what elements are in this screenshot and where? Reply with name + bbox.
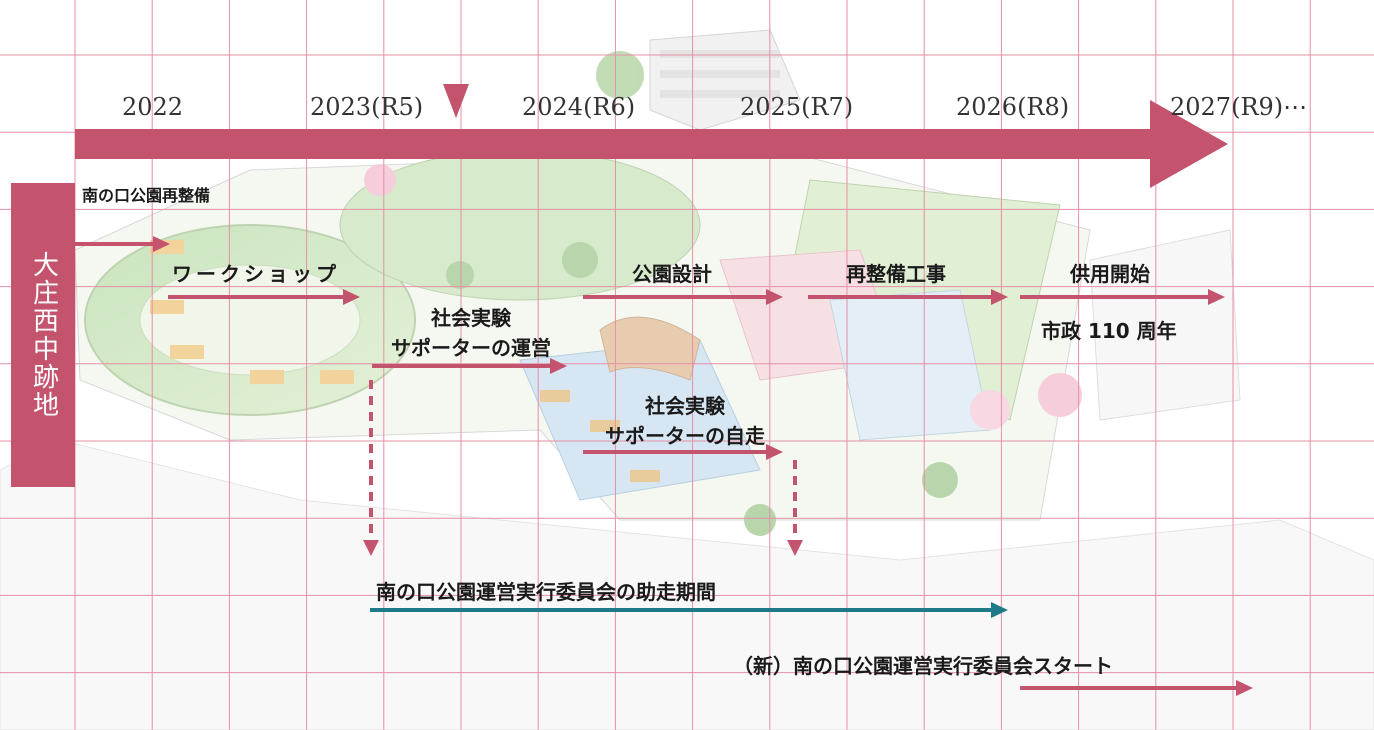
park-design-label: 公園設計 — [632, 262, 712, 286]
construction-label: 再整備工事 — [846, 262, 946, 286]
park-illustration-background — [0, 29, 1374, 730]
committee-run-up-arrow — [370, 602, 1008, 618]
city-anniversary-label: 市政 110 周年 — [1041, 319, 1177, 343]
workshop-label: ワークショップ — [172, 262, 340, 286]
year-label-2025: 2025(R7) — [740, 93, 854, 121]
year-label-2024: 2024(R6) — [522, 93, 636, 121]
main-timeline-arrow — [75, 100, 1228, 188]
supporter-ops-label-line1: 社会実験 — [431, 306, 511, 330]
year-label-2022: 2022 — [122, 93, 184, 121]
opening-label: 供用開始 — [1070, 262, 1150, 286]
supporter-self-run-label-line2: サポーターの自走 — [605, 424, 765, 448]
supporter-self-run-label-line1: 社会実験 — [645, 394, 725, 418]
current-position-marker — [443, 84, 469, 118]
year-label-2023: 2023(R5) — [310, 93, 424, 121]
committee-run-up-label: 南の口公園運営実行委員会の助走期間 — [376, 580, 716, 604]
year-label-2027: 2027(R9)⋯ — [1170, 93, 1308, 121]
supporter-ops-label-line2: サポーターの運営 — [391, 336, 551, 360]
former-school-site-label: 大庄西中跡地 — [11, 183, 75, 487]
year-label-2026: 2026(R8) — [956, 93, 1070, 121]
phase-arrows — [75, 236, 1253, 696]
new-committee-start-label: （新）南の口公園運営実行委員会スタート — [733, 654, 1113, 678]
park-redevelopment-label: 南の口公園再整備 — [82, 186, 211, 205]
